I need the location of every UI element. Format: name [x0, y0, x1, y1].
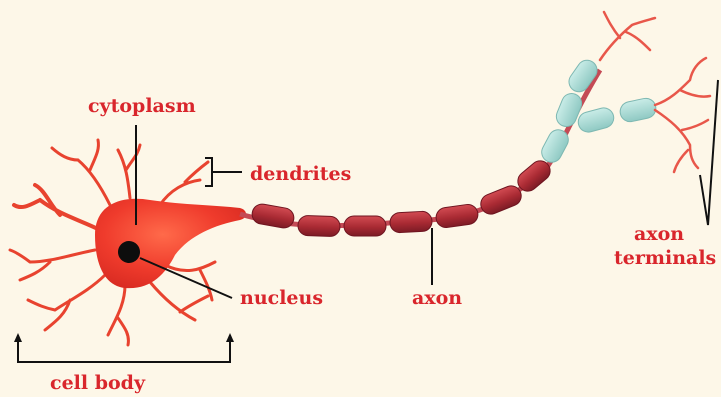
label-axon-terminals-line2: terminals [614, 247, 716, 269]
label-cytoplasm: cytoplasm [88, 95, 196, 117]
label-nucleus: nucleus [240, 287, 323, 309]
nucleus [118, 241, 140, 263]
label-cell-body: cell body [50, 372, 146, 394]
label-axon: axon [412, 287, 462, 309]
label-axon-terminals-line1: axon [634, 223, 684, 245]
label-dendrites: dendrites [250, 163, 351, 185]
